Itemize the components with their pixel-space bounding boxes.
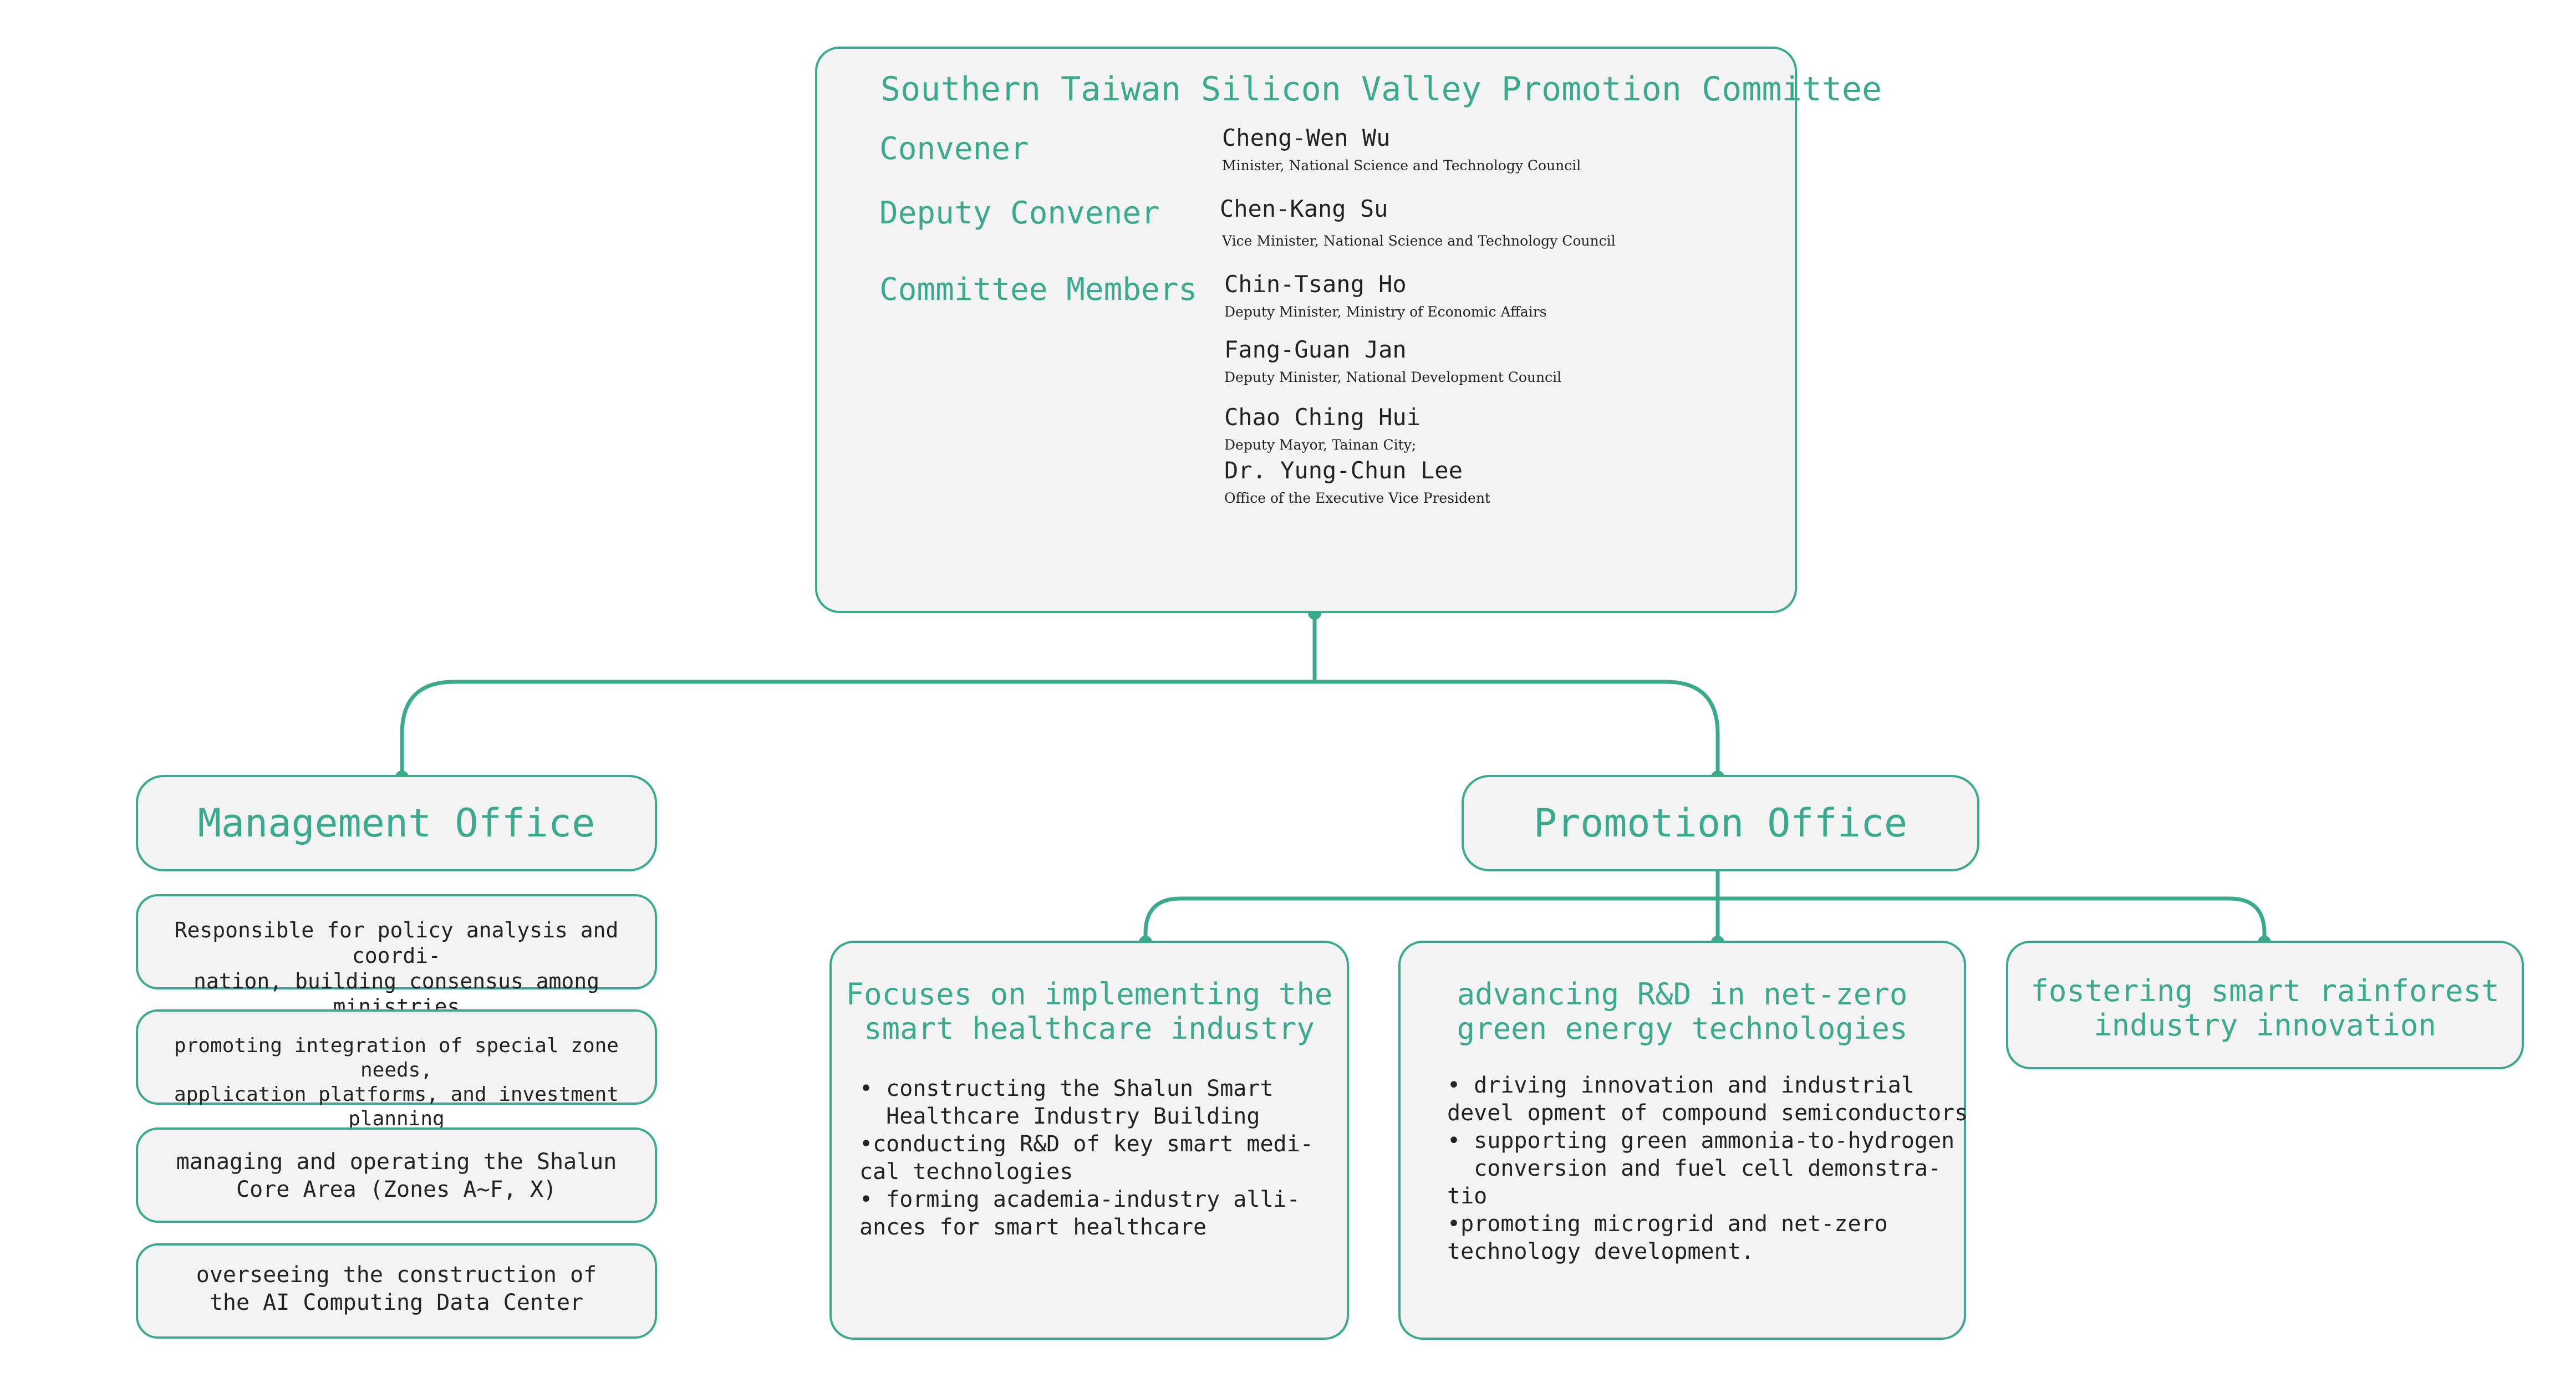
bullet-line: • driving innovation and industrial (1447, 1073, 1915, 1098)
management-office-box: Management Office (136, 775, 657, 871)
member-name: Chin-Tsang Ho (1224, 271, 1407, 298)
energy-bullets: • driving innovation and industrial deve… (1447, 1071, 1968, 1265)
bullet-line: •conducting R&D of key smart medi- (859, 1131, 1314, 1157)
member-title: Deputy Minister, National Development Co… (1224, 369, 1562, 385)
heading-line: green energy technologies (1457, 1011, 1908, 1046)
bullet-line: cal technologies (859, 1159, 1073, 1185)
energy-heading: advancing R&D in net-zero green energy t… (1401, 977, 1964, 1046)
heading-line: fostering smart rainforest (2030, 973, 2499, 1008)
connector-to-rainforest (1718, 896, 2267, 942)
bullet-line: Healthcare Industry Building (859, 1104, 1260, 1129)
member-name: Chao Ching Hui (1224, 404, 1421, 431)
heading-line: smart healthcare industry (864, 1011, 1315, 1046)
committee-box: Southern Taiwan Silicon Valley Promotion… (815, 47, 1882, 613)
bullet-line: technology development. (1447, 1239, 1754, 1264)
bullet-line: devel opment of compound semiconductors (1447, 1100, 1968, 1126)
management-duty: managing and operating the Shalun Core A… (136, 1127, 657, 1223)
member-title: Deputy Mayor, Tainan City; (1224, 437, 1417, 453)
committee-title: Southern Taiwan Silicon Valley Promotion… (880, 70, 1882, 109)
convener-title: Minister, National Science and Technolog… (1222, 157, 1581, 174)
rainforest-box: fostering smart rainforest industry inno… (2006, 941, 2524, 1069)
bullet-line: ances for smart healthcare (859, 1214, 1207, 1240)
convener-name: Cheng-Wen Wu (1222, 124, 1391, 151)
management-duty: promoting integration of special zone ne… (136, 1009, 657, 1130)
duty-line: Core Area (Zones A~F, X) (236, 1177, 557, 1202)
deputy-convener-title: Vice Minister, National Science and Tech… (1222, 233, 1616, 249)
connector-to-management (400, 680, 1315, 777)
healthcare-bullets: • constructing the Shalun Smart Healthca… (859, 1075, 1314, 1241)
connector-to-healthcare (1143, 896, 1718, 942)
bullet-line: • supporting green ammonia-to-hydrogen (1447, 1128, 1955, 1154)
management-duty: Responsible for policy analysis and coor… (136, 894, 657, 1019)
convener-label: Convener (879, 131, 1029, 167)
deputy-convener-name: Chen-Kang Su (1220, 195, 1388, 222)
duty-line: managing and operating the Shalun (176, 1149, 617, 1175)
bullet-line: conversion and fuel cell demonstra- (1447, 1156, 1942, 1181)
heading-line: industry innovation (2094, 1008, 2436, 1043)
duty-line: promoting integration of special zone ne… (174, 1034, 619, 1081)
energy-box: advancing R&D in net-zero green energy t… (1398, 941, 1968, 1340)
duty-line: Responsible for policy analysis and coor… (174, 918, 619, 968)
connector-to-promotion (1315, 680, 1720, 777)
bullet-line: tio (1447, 1183, 1488, 1209)
committee-members-label: Committee Members (879, 272, 1198, 308)
member-name: Fang-Guan Jan (1224, 336, 1407, 363)
member-title: Office of the Executive Vice President (1224, 490, 1490, 506)
management-duty: overseeing the construction of the AI Co… (136, 1243, 657, 1339)
promotion-office-title: Promotion Office (1533, 800, 1908, 846)
healthcare-heading: Focuses on implementing the smart health… (832, 977, 1347, 1046)
promotion-office-box: Promotion Office (1462, 775, 1979, 871)
heading-line: advancing R&D in net-zero (1457, 977, 1908, 1012)
bullet-line: • forming academia-industry alli- (859, 1187, 1300, 1212)
member-name: Dr. Yung-Chun Lee (1224, 457, 1463, 484)
member-title: Deputy Minister, Ministry of Economic Af… (1224, 304, 1547, 320)
healthcare-box: Focuses on implementing the smart health… (829, 941, 1349, 1340)
rainforest-heading: fostering smart rainforest industry inno… (2008, 974, 2522, 1043)
bullet-line: • constructing the Shalun Smart (859, 1076, 1274, 1101)
deputy-convener-label: Deputy Convener (879, 195, 1160, 231)
duty-line: overseeing the construction of (196, 1262, 597, 1288)
bullet-line: •promoting microgrid and net-zero (1447, 1211, 1888, 1237)
heading-line: Focuses on implementing the (846, 977, 1333, 1012)
duty-line: the AI Computing Data Center (209, 1290, 584, 1315)
duty-line: application platforms, and investment pl… (174, 1083, 619, 1130)
management-office-title: Management Office (197, 800, 595, 846)
